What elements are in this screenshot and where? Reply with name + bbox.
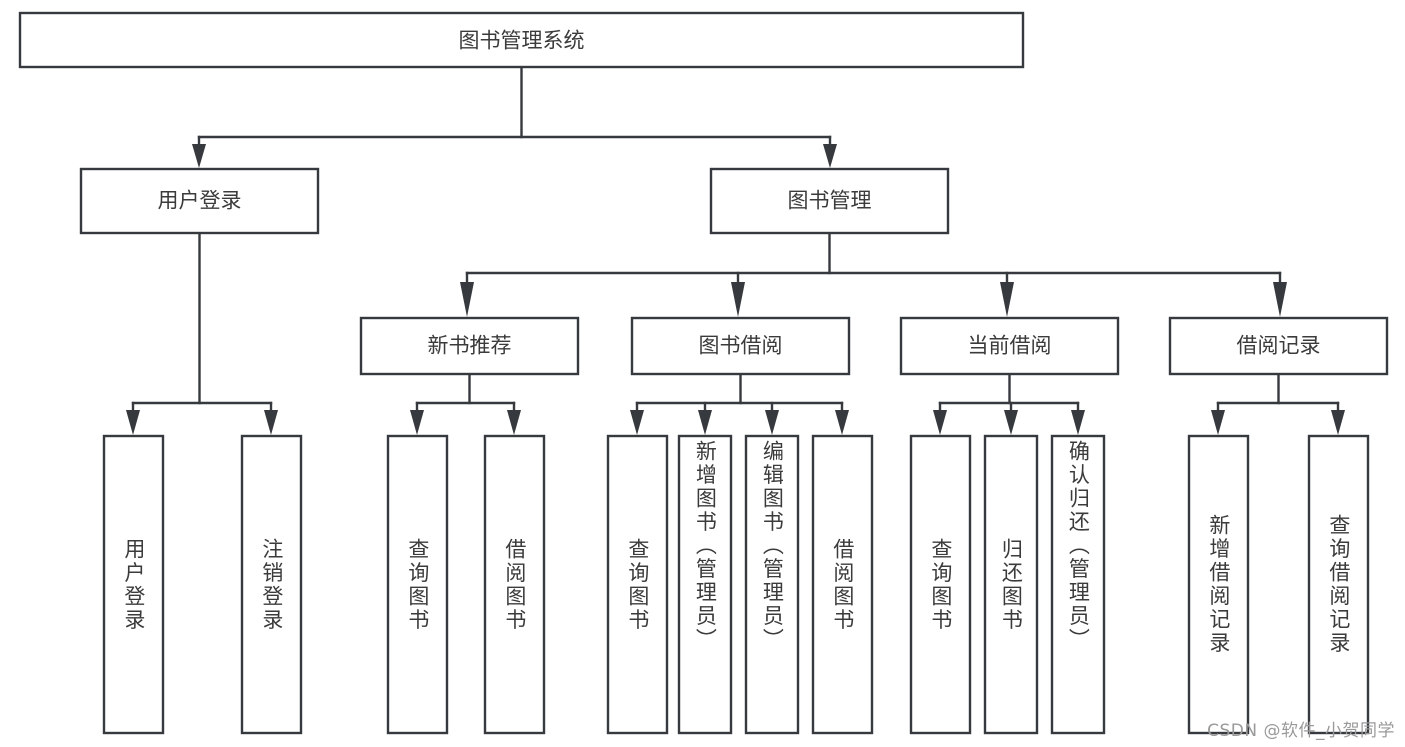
node-user-login-box[interactable] [79,167,320,235]
node-leaf-query-book-3-box[interactable] [909,434,972,735]
node-new-book-rec-box[interactable] [359,316,580,376]
arrow-to-leaf-confirm-return [1071,410,1085,435]
node-current-borrow-box[interactable] [899,316,1120,376]
node-leaf-query-record-box[interactable] [1307,434,1370,735]
arrow-to-leaf-edit-book [765,410,779,435]
arrow-to-borrow-record [1273,282,1287,317]
node-user-login-label: 用户登录 [158,189,242,213]
node-leaf-confirm-return-box[interactable] [1050,434,1106,735]
node-borrow-record-box[interactable] [1168,316,1389,376]
node-leaf-add-book-box[interactable] [677,434,733,735]
nodes-layer: 图书管理系统 用户登录 图书管理 新书推荐 图书借阅 当前借阅 借阅记录 [18,11,1389,735]
node-leaf-query-book-1-box[interactable] [386,434,449,735]
arrow-to-book-borrow [731,282,745,317]
arrow-to-leaf-add-book [698,410,712,435]
edges-layer [126,65,1345,435]
node-book-manage-box[interactable] [709,167,950,235]
node-current-borrow-label: 当前借阅 [968,334,1052,358]
node-root-box[interactable] [18,11,1025,69]
node-new-book-rec-label: 新书推荐 [428,334,512,358]
arrow-to-new-book-rec [460,282,474,317]
node-borrow-record-label: 借阅记录 [1237,334,1321,358]
node-book-manage-label: 图书管理 [788,189,872,213]
node-book-borrow-label: 图书借阅 [699,334,783,358]
arrow-to-leaf-add-record [1211,410,1225,435]
node-book-borrow-box[interactable] [630,316,851,376]
node-leaf-borrow-book-2-box[interactable] [811,434,874,735]
arrow-to-leaf-query-book-1 [410,410,424,435]
node-leaf-borrow-book-1-box[interactable] [483,434,546,735]
arrow-to-book-manage [823,144,837,168]
node-root-label: 图书管理系统 [459,29,585,53]
arrow-to-leaf-return-book [1004,410,1018,435]
arrow-to-leaf-borrow-book-2 [835,410,849,435]
arrow-to-user-login [192,144,206,168]
arrow-to-leaf-query-book-2 [630,410,644,435]
arrow-to-leaf-logout [264,410,278,435]
node-leaf-return-book-box[interactable] [983,434,1039,735]
arrow-to-current-borrow [1000,282,1014,317]
arrow-to-leaf-borrow-book-1 [507,410,521,435]
node-leaf-query-book-2-box[interactable] [606,434,669,735]
arrow-to-leaf-user-login [126,410,140,435]
node-leaf-user-login-box[interactable] [102,434,165,735]
node-leaf-edit-book-box[interactable] [744,434,800,735]
arrow-to-leaf-query-book-3 [933,410,947,435]
node-leaf-add-record-box[interactable] [1187,434,1250,735]
node-leaf-logout-box[interactable] [240,434,303,735]
watermark-text: CSDN @软件_小贺同学 [1207,721,1395,741]
arrow-to-leaf-query-record [1331,410,1345,435]
